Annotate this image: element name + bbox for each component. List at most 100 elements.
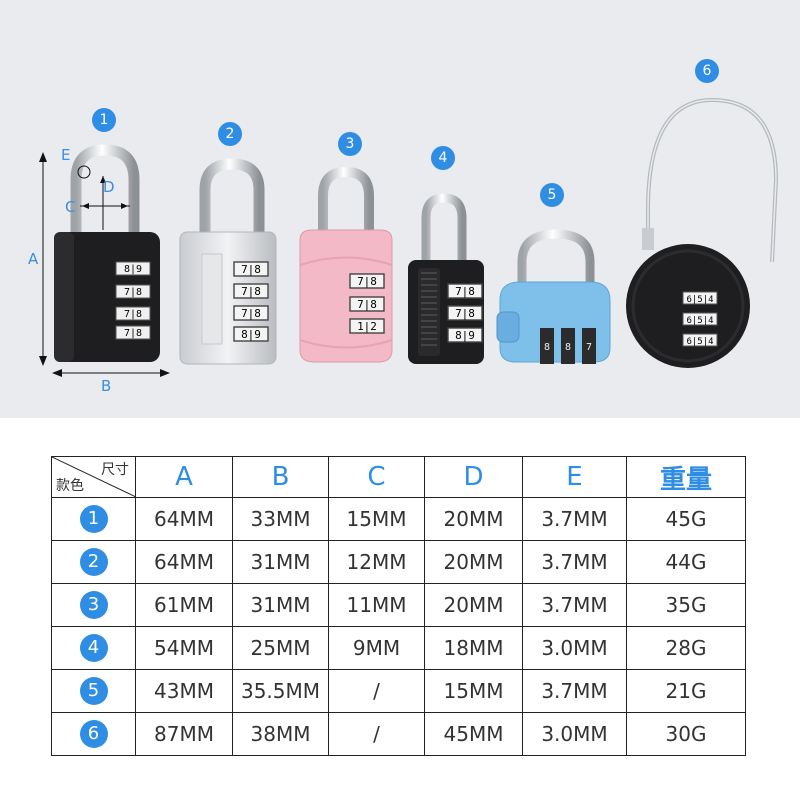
table-cell: 38MM xyxy=(232,712,329,756)
lock-4-badge: 4 xyxy=(431,146,455,170)
table-cell: 3.7MM xyxy=(522,669,627,713)
lock-3-body xyxy=(299,229,393,363)
lock-5-digit-3: 7 xyxy=(586,342,592,353)
table-cell: 31MM xyxy=(232,583,329,627)
corner-label-color: 款色 xyxy=(56,478,84,494)
table-header-d: D xyxy=(424,456,523,498)
table-cell: 3.7MM xyxy=(522,540,627,584)
row-badge: 5 xyxy=(79,677,108,705)
table-cell: 31MM xyxy=(232,540,329,584)
table-header-a: A xyxy=(135,456,233,498)
dimension-b-label: B xyxy=(101,377,112,395)
table-cell: 35.5MM xyxy=(232,669,329,713)
table-cell: 12MM xyxy=(328,540,425,584)
table-cell: 87MM xyxy=(135,712,233,756)
lock-4-digit-3: 8|9 xyxy=(455,329,475,342)
lock-4-digit-1: 7|8 xyxy=(455,285,475,298)
table-corner-cell: 尺寸 款色 xyxy=(51,456,136,498)
table-cell: 44G xyxy=(626,540,746,584)
table-row: 4 54MM 25MM 9MM 18MM 3.0MM 28G xyxy=(51,626,746,670)
table-cell: 35G xyxy=(626,583,746,627)
lock-4-dials: 7|8 7|8 8|9 xyxy=(447,283,483,343)
corner-label-size: 尺寸 xyxy=(101,462,129,478)
table-cell: 15MM xyxy=(328,497,425,541)
dimension-e-label: E xyxy=(61,146,71,164)
table-cell: 28G xyxy=(626,626,746,670)
lock-1-dials: 8|9 7|8 7|8 7|8 xyxy=(115,261,151,340)
table-header-row: 尺寸 款色 A B C D E 重量 xyxy=(51,456,746,498)
row-badge-cell: 5 xyxy=(51,669,136,713)
lock-2: 7|8 7|8 7|8 8|9 xyxy=(179,158,277,365)
dimension-d-label: D xyxy=(103,178,115,196)
table-cell: 3.0MM xyxy=(522,712,627,756)
row-badge: 1 xyxy=(79,505,108,533)
table-header-b: B xyxy=(232,456,329,498)
table-cell: 21G xyxy=(626,669,746,713)
table-cell: 3.7MM xyxy=(522,583,627,627)
table-row: 6 87MM 38MM / 45MM 3.0MM 30G xyxy=(51,712,746,756)
lock-6-digit-3: 6|5|4 xyxy=(686,337,713,347)
lock-6-digit-2: 6|5|4 xyxy=(686,316,713,326)
lock-1-digit-3: 7|8 xyxy=(124,309,142,320)
dimension-a-label: A xyxy=(28,250,39,268)
table-header-weight: 重量 xyxy=(626,456,746,498)
table-cell: 33MM xyxy=(232,497,329,541)
row-badge-cell: 3 xyxy=(51,583,136,627)
lock-6-body xyxy=(626,244,750,368)
lock-3-digit-3: 1|2 xyxy=(357,320,377,333)
table-cell: 45G xyxy=(626,497,746,541)
lock-2-dials: 7|8 7|8 7|8 8|9 xyxy=(233,261,269,342)
lock-2-digit-2: 7|8 xyxy=(241,285,261,298)
lock-5-digit-1: 8 xyxy=(544,342,550,353)
table-cell: 64MM xyxy=(135,540,233,584)
lock-6-digit-1: 6|5|4 xyxy=(686,295,713,305)
product-photo: 8|9 7|8 7|8 7|8 xyxy=(0,0,800,418)
table-cell: 45MM xyxy=(424,712,523,756)
row-badge: 6 xyxy=(79,720,108,748)
lock-3-digit-2: 7|8 xyxy=(357,298,377,311)
dimension-e-marker xyxy=(77,165,91,179)
table-header-c: C xyxy=(328,456,425,498)
lock-6-badge: 6 xyxy=(695,59,719,83)
table-cell: 3.7MM xyxy=(522,497,627,541)
table-cell: 61MM xyxy=(135,583,233,627)
lock-1: 8|9 7|8 7|8 7|8 xyxy=(39,144,170,377)
table-cell: 3.0MM xyxy=(522,626,627,670)
table-cell: / xyxy=(328,669,425,713)
corner-diagonal xyxy=(52,457,136,497)
table-cell: 64MM xyxy=(135,497,233,541)
lock-4: 7|8 7|8 8|9 xyxy=(408,193,484,364)
row-badge-cell: 1 xyxy=(51,497,136,541)
row-badge: 3 xyxy=(79,591,108,619)
table-cell: 25MM xyxy=(232,626,329,670)
table-cell: 20MM xyxy=(424,583,523,627)
table-cell: 30G xyxy=(626,712,746,756)
lock-1-digit-2: 7|8 xyxy=(124,287,142,298)
lock-3-dials: 7|8 7|8 1|2 xyxy=(349,273,385,334)
lock-2-digit-4: 8|9 xyxy=(241,328,261,341)
table-row: 2 64MM 31MM 12MM 20MM 3.7MM 44G xyxy=(51,540,746,584)
table-cell: 20MM xyxy=(424,540,523,584)
lock-3-digit-1: 7|8 xyxy=(357,275,377,288)
table-cell: 43MM xyxy=(135,669,233,713)
lock-4-digit-2: 7|8 xyxy=(455,307,475,320)
lock-6: 6|5|4 6|5|4 6|5|4 xyxy=(626,97,779,368)
row-badge: 2 xyxy=(79,548,108,576)
lock-2-badge: 2 xyxy=(218,122,242,146)
table-cell: 11MM xyxy=(328,583,425,627)
lock-5-digit-2: 8 xyxy=(565,342,571,353)
row-badge-cell: 2 xyxy=(51,540,136,584)
table-cell: / xyxy=(328,712,425,756)
spec-table: 尺寸 款色 A B C D E 重量 1 64MM 33MM 15MM 20MM… xyxy=(51,456,746,756)
table-cell: 18MM xyxy=(424,626,523,670)
table-cell: 9MM xyxy=(328,626,425,670)
table-header-e: E xyxy=(522,456,627,498)
table-row: 1 64MM 33MM 15MM 20MM 3.7MM 45G xyxy=(51,497,746,541)
table-cell: 15MM xyxy=(424,669,523,713)
lock-2-digit-3: 7|8 xyxy=(241,307,261,320)
table-row: 3 61MM 31MM 11MM 20MM 3.7MM 35G xyxy=(51,583,746,627)
lock-1-digit-1: 8|9 xyxy=(124,264,142,275)
lock-6-dials: 6|5|4 6|5|4 6|5|4 xyxy=(682,291,718,347)
row-badge: 4 xyxy=(79,634,108,662)
lock-1-badge: 1 xyxy=(92,108,116,132)
